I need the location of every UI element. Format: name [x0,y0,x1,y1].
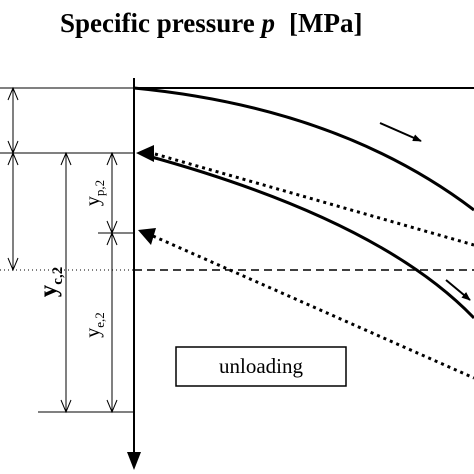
label-yc2-main: y [35,284,62,297]
label-yc2: yc,2 [35,267,66,297]
label-yp2-sub: p,2 [92,180,107,196]
direction-arrow-loading-2 [445,279,471,301]
label-yc2-sub: c,2 [50,267,66,285]
dim-yc2-arrow-bottom [60,399,72,414]
dim-left-arrow-top [7,86,19,101]
unloading-arrowhead-upper [136,145,154,162]
diagram-title: Specific pressure p [MPa] [60,8,362,38]
label-yp2-main: y [82,196,104,206]
loading-curve-2 [147,154,474,320]
title-prefix: Specific pressure [60,8,262,38]
dim-ye2-arrow-top [106,231,118,246]
vertical-axis-arrowhead [127,452,141,470]
label-ye2-sub: e,2 [92,312,107,328]
label-yp2: yp,2 [82,180,107,206]
dim-left-arrow-mid-down [7,151,19,166]
unloading-label-box [175,346,347,387]
dim-yp2-arrow-top [106,151,118,166]
label-ye2-main: y [82,328,104,338]
unloading-curve-2 [152,234,474,380]
loading-curve-1 [133,86,474,212]
direction-arrow-loading-1 [379,122,422,142]
dim-left-arrow-bottom [7,257,19,272]
unloading-curve-1 [154,152,474,247]
dim-yc2-arrow-top [60,151,72,166]
unloading-label: unloading [219,354,303,378]
dim-ye2-arrow-bottom [106,399,118,414]
label-ye2: ye,2 [82,312,107,338]
title-symbol: p [260,8,276,38]
title-unit: [MPa] [289,8,362,38]
unloading-arrowhead-lower [138,228,156,245]
